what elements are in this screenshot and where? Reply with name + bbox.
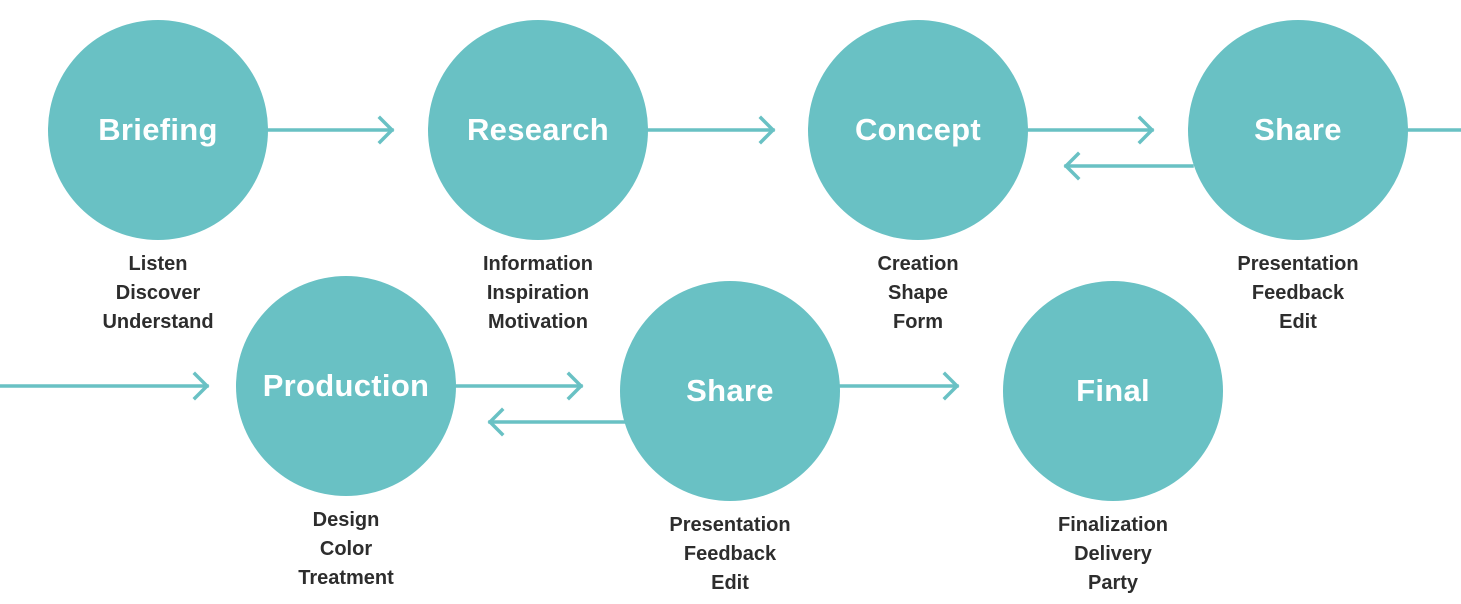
node-title: Share (686, 373, 774, 408)
caption-item: Edit (1279, 311, 1317, 333)
caption-item: Delivery (1074, 543, 1152, 565)
arrow-share-to-production (487, 407, 626, 437)
caption-item: Design (312, 509, 380, 531)
node-title: Briefing (98, 112, 218, 147)
node-title: Concept (854, 112, 982, 147)
node-title: Production (262, 368, 430, 403)
caption-item: Inspiration (486, 282, 590, 304)
caption-item: Form (893, 311, 943, 333)
caption-share-1: Presentation Feedback Edit (1178, 250, 1418, 337)
caption-item: Listen (128, 253, 188, 275)
caption-item: Motivation (488, 311, 588, 333)
arrow-briefing-to-research (266, 115, 395, 145)
caption-item: Party (1087, 572, 1139, 594)
arrow-production-to-share (454, 371, 584, 401)
caption-concept: Creation Shape Form (798, 250, 1038, 337)
caption-item: Understand (102, 311, 214, 333)
node-title: Share (1254, 112, 1342, 147)
caption-item: Finalization (1058, 514, 1168, 536)
caption-item: Creation (877, 253, 959, 275)
caption-item: Feedback (1251, 282, 1345, 304)
caption-item: Feedback (683, 543, 777, 565)
arrow-concept-to-share (1026, 115, 1155, 145)
node-final: Final (1003, 281, 1223, 501)
caption-research: Information Inspiration Motivation (418, 250, 658, 337)
caption-item: Presentation (669, 514, 791, 536)
node-share-1: Share (1188, 20, 1408, 240)
caption-share-2: Presentation Feedback Edit (610, 511, 850, 598)
caption-final: Finalization Delivery Party (993, 511, 1233, 598)
caption-item: Shape (887, 282, 949, 304)
node-share-2: Share (620, 281, 840, 501)
caption-production: Design Color Treatment (226, 506, 466, 593)
caption-item: Color (319, 538, 373, 560)
caption-item: Edit (711, 572, 749, 594)
arrow-share-to-final (838, 371, 960, 401)
node-briefing: Briefing (48, 20, 268, 240)
node-title: Final (1076, 373, 1150, 408)
node-title: Research (467, 112, 609, 147)
arrow-research-to-concept (646, 115, 776, 145)
arrow-share-to-production-entry (0, 371, 210, 401)
caption-item: Presentation (1237, 253, 1359, 275)
caption-briefing: Listen Discover Understand (38, 250, 278, 337)
caption-item: Discover (115, 282, 201, 304)
caption-item: Treatment (298, 567, 394, 589)
node-concept: Concept (808, 20, 1028, 240)
arrow-share-to-concept (1063, 151, 1194, 181)
node-research: Research (428, 20, 648, 240)
caption-item: Information (483, 253, 593, 275)
node-production: Production (236, 276, 456, 496)
